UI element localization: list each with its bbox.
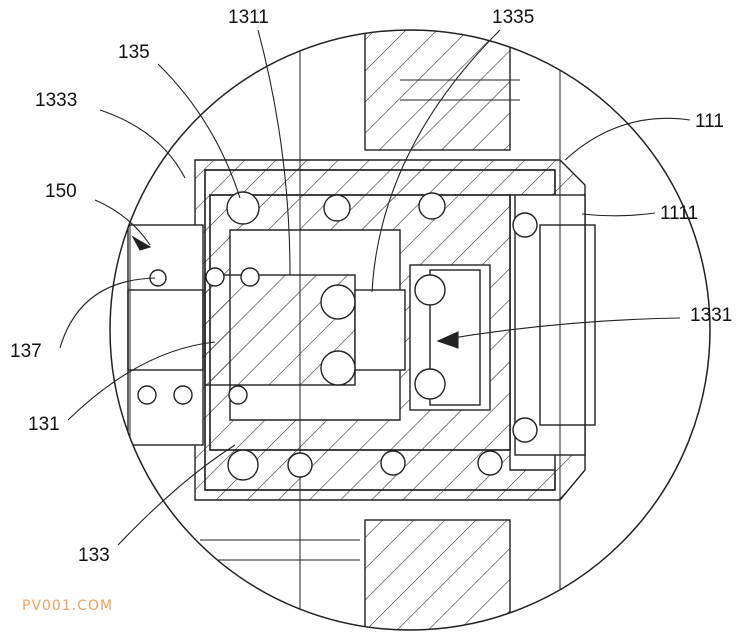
housing-top <box>364 30 511 151</box>
label-135: 135 <box>118 42 150 63</box>
label-137: 137 <box>10 341 42 362</box>
label-111: 111 <box>695 111 724 132</box>
arrow-1331 <box>436 331 459 349</box>
housing-bottom <box>364 519 511 630</box>
arrow-150 <box>131 235 152 251</box>
detail-circle <box>109 29 711 631</box>
label-150: 150 <box>45 181 77 202</box>
watermark: PV001.COM <box>22 598 114 614</box>
label-1333: 1333 <box>35 90 78 111</box>
label-1111: 1111 <box>660 203 699 224</box>
label-1311: 1311 <box>228 7 269 28</box>
label-1335: 1335 <box>492 7 535 28</box>
part-150 <box>127 224 204 446</box>
balls <box>137 191 538 481</box>
label-133: 133 <box>78 545 110 566</box>
label-1331: 1331 <box>690 305 733 326</box>
label-131: 131 <box>28 414 60 435</box>
leader-lines <box>59 29 691 546</box>
